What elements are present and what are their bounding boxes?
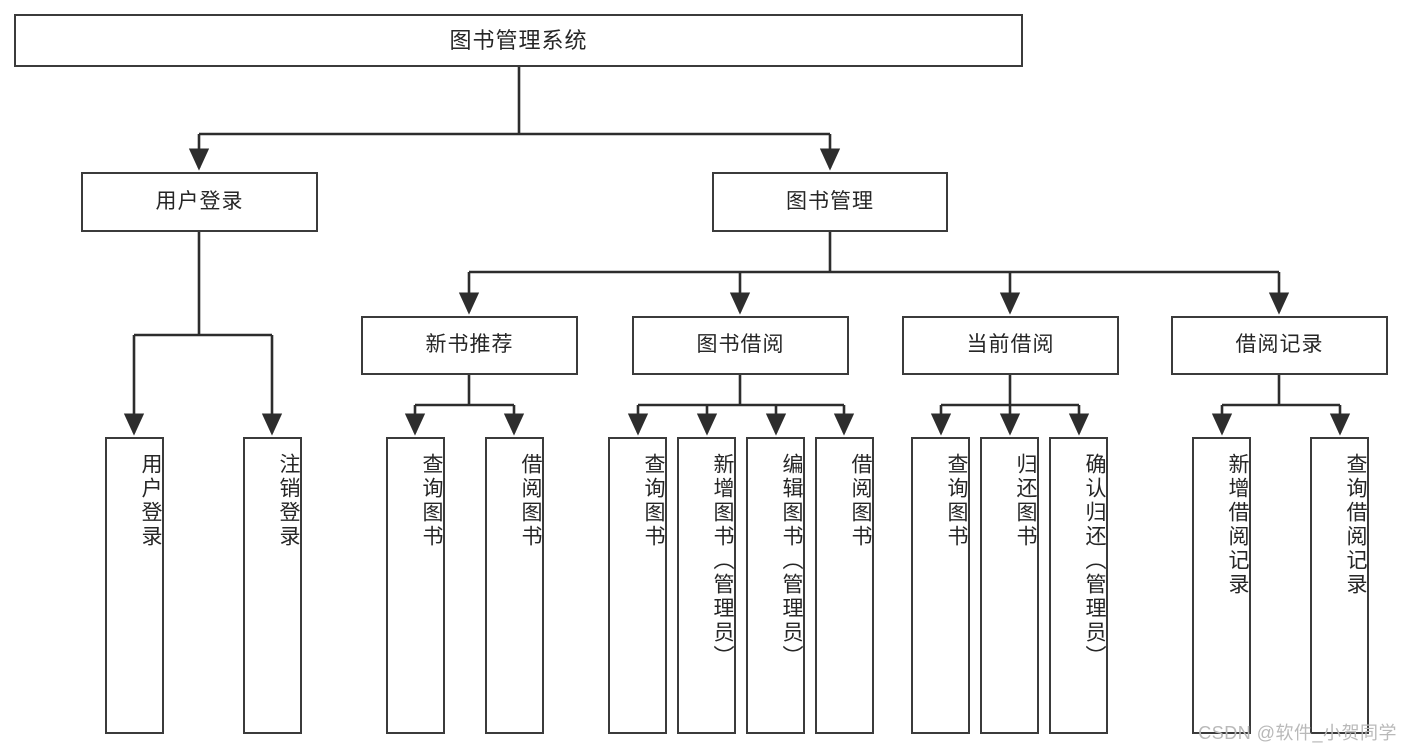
node-current-borrow[interactable]: 当前借阅 xyxy=(902,316,1119,375)
leaf-user-login-login[interactable]: 用户登录 xyxy=(105,437,164,734)
node-root[interactable]: 图书管理系统 xyxy=(14,14,1023,67)
leaf-current-borrow-confirm-return[interactable]: 确认归还（管理员） xyxy=(1049,437,1108,734)
node-book-manage[interactable]: 图书管理 xyxy=(712,172,948,232)
leaf-label: 查询图书 xyxy=(642,453,665,549)
leaf-label: 注销登录 xyxy=(277,453,300,549)
node-borrow-record[interactable]: 借阅记录 xyxy=(1171,316,1388,375)
leaf-book-borrow-add[interactable]: 新增图书（管理员） xyxy=(677,437,736,734)
leaf-label: 归还图书 xyxy=(1014,453,1037,549)
leaf-label: 查询借阅记录 xyxy=(1344,453,1367,597)
leaf-label: 借阅图书 xyxy=(849,453,872,549)
leaf-borrow-record-add[interactable]: 新增借阅记录 xyxy=(1192,437,1251,734)
leaf-book-borrow-edit[interactable]: 编辑图书（管理员） xyxy=(746,437,805,734)
leaf-label: 查询图书 xyxy=(945,453,968,549)
leaf-current-borrow-query[interactable]: 查询图书 xyxy=(911,437,970,734)
leaf-book-borrow-borrow[interactable]: 借阅图书 xyxy=(815,437,874,734)
node-user-login[interactable]: 用户登录 xyxy=(81,172,318,232)
leaf-current-borrow-return[interactable]: 归还图书 xyxy=(980,437,1039,734)
leaf-new-book-query[interactable]: 查询图书 xyxy=(386,437,445,734)
leaf-label: 借阅图书 xyxy=(519,453,542,549)
leaf-label: 查询图书 xyxy=(420,453,443,549)
watermark-text: CSDN @软件_小贺同学 xyxy=(1198,723,1397,743)
leaf-label: 用户登录 xyxy=(139,453,162,549)
node-book-borrow[interactable]: 图书借阅 xyxy=(632,316,849,375)
leaf-new-book-borrow[interactable]: 借阅图书 xyxy=(485,437,544,734)
leaf-label: 编辑图书（管理员） xyxy=(780,453,803,669)
leaf-borrow-record-query[interactable]: 查询借阅记录 xyxy=(1310,437,1369,734)
leaf-label: 确认归还（管理员） xyxy=(1083,453,1106,669)
leaf-user-login-logout[interactable]: 注销登录 xyxy=(243,437,302,734)
leaf-label: 新增图书（管理员） xyxy=(711,453,734,669)
leaf-label: 新增借阅记录 xyxy=(1226,453,1249,597)
leaf-book-borrow-query[interactable]: 查询图书 xyxy=(608,437,667,734)
node-new-book-recommend[interactable]: 新书推荐 xyxy=(361,316,578,375)
